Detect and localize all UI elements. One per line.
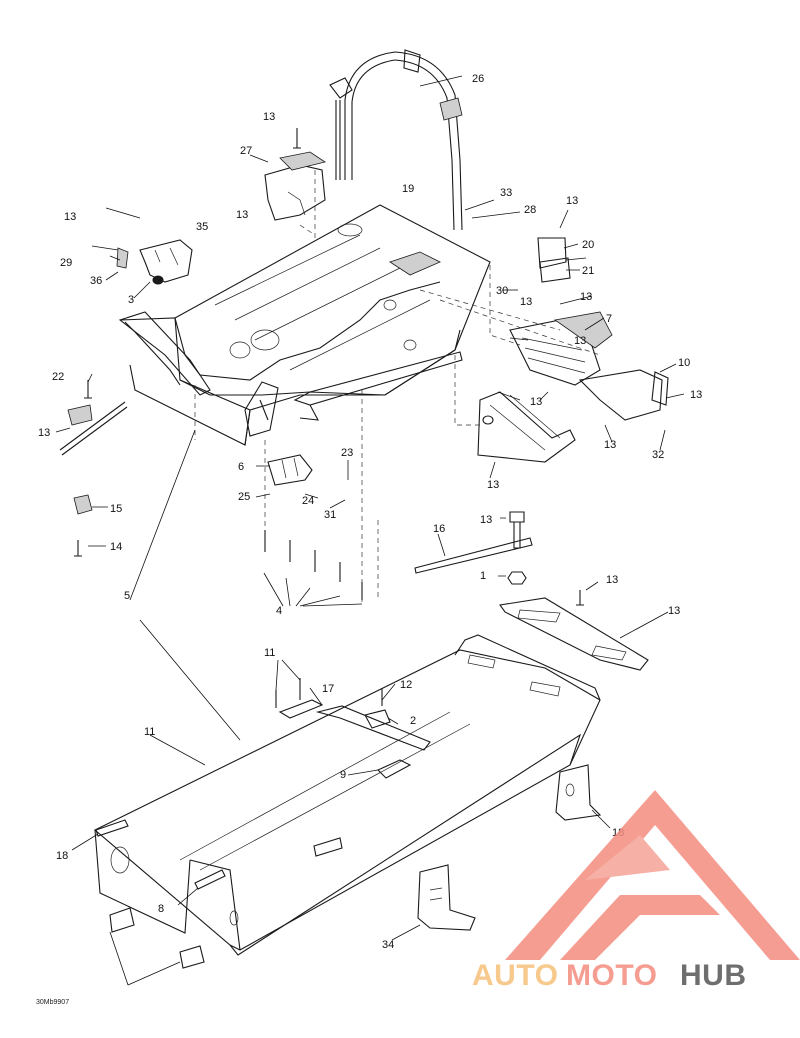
callout-23: 6 xyxy=(238,461,244,473)
callout-13: 11 xyxy=(264,647,275,659)
callout-labels: 26 13 27 19 33 28 13 13 13 35 20 29 36 2… xyxy=(38,73,702,951)
tunnel-frame-part-2 xyxy=(94,634,601,956)
callout-13: 32 xyxy=(652,449,664,461)
callout-20: 20 xyxy=(582,239,594,251)
callout-33: 33 xyxy=(500,187,512,199)
right-front-parts xyxy=(509,237,669,421)
callout-26: 26 xyxy=(472,73,484,85)
bolt-and-nut-parts-15-16 xyxy=(507,511,527,585)
callout-2: 11 xyxy=(144,726,155,738)
callout-8: 34 xyxy=(382,939,394,951)
callout-16: 1 xyxy=(480,570,486,582)
callout-13: 13 xyxy=(690,389,702,401)
callout-13: 13 xyxy=(263,111,275,123)
callout-19: 19 xyxy=(402,183,414,195)
fasteners-13 xyxy=(74,128,584,708)
callout-13: 25 xyxy=(238,491,250,503)
bracket-part-6 xyxy=(477,391,576,463)
callout-31: 15 xyxy=(110,503,122,515)
callout-6: 13 xyxy=(487,479,499,491)
callout-13: 13 xyxy=(530,396,542,408)
strip-part-14 xyxy=(414,537,533,574)
brackets-parts-8-9-34 xyxy=(109,764,602,969)
handlebar-loop-part-26 xyxy=(329,49,463,231)
callout-11: 9 xyxy=(340,769,346,781)
callout-13: 14 xyxy=(110,541,122,553)
bracket-part-27 xyxy=(264,151,326,221)
callout-18: 8 xyxy=(158,903,164,915)
watermark-text-moto: MOTO xyxy=(566,959,657,992)
callout-13: 22 xyxy=(52,371,64,383)
callout-15: 13 xyxy=(480,514,492,526)
callout-14: 16 xyxy=(433,523,445,535)
callout-27: 27 xyxy=(240,145,252,157)
callout-21: 21 xyxy=(582,265,594,277)
callout-13: 13 xyxy=(64,211,76,223)
callout-32: 23 xyxy=(341,447,353,459)
callout-35: 35 xyxy=(196,221,208,233)
callout-22: 13 xyxy=(38,427,50,439)
callout-18: 18 xyxy=(56,850,68,862)
callout-5: 13 xyxy=(606,574,618,586)
leader-lines xyxy=(55,75,685,986)
automotohub-watermark: AUTO MOTO HUB xyxy=(472,790,800,992)
callout-17: 12 xyxy=(400,679,412,691)
watermark-text-auto: AUTO xyxy=(472,959,558,992)
crossmember-parts-11-12 xyxy=(278,699,431,779)
plate-part-4 xyxy=(499,597,649,671)
callout-29: 29 xyxy=(60,257,72,269)
watermark-text-hub: HUB xyxy=(680,959,747,992)
figure-code: 30Mb9907 xyxy=(36,999,69,1006)
callout-13: 13 xyxy=(520,296,532,308)
callout-30: 30 xyxy=(496,285,508,297)
callout-36: 36 xyxy=(90,275,102,287)
upper-frame-part-1 xyxy=(118,204,491,446)
callout-13: 4 xyxy=(276,605,282,617)
callout-1: 5 xyxy=(124,590,130,602)
callout-24: 31 xyxy=(324,509,336,521)
callout-13: 13 xyxy=(236,209,248,221)
callout-12: 2 xyxy=(410,715,416,727)
callout-4: 13 xyxy=(668,605,680,617)
callout-10: 10 xyxy=(678,357,690,369)
callout-3: 3 xyxy=(128,294,134,306)
bracket-part-35 xyxy=(91,207,193,285)
callout-13: 13 xyxy=(604,439,616,451)
callout-11: 17 xyxy=(322,683,334,695)
small-parts-22-23-31 xyxy=(59,401,313,515)
callout-13: 13 xyxy=(566,195,578,207)
callout-13: 13 xyxy=(580,291,592,303)
callout-13: 13 xyxy=(574,335,586,347)
watermark-triangle-mark xyxy=(505,790,800,960)
callout-7: 7 xyxy=(606,313,612,325)
callout-25: 24 xyxy=(302,495,314,507)
callout-28: 28 xyxy=(524,204,536,216)
